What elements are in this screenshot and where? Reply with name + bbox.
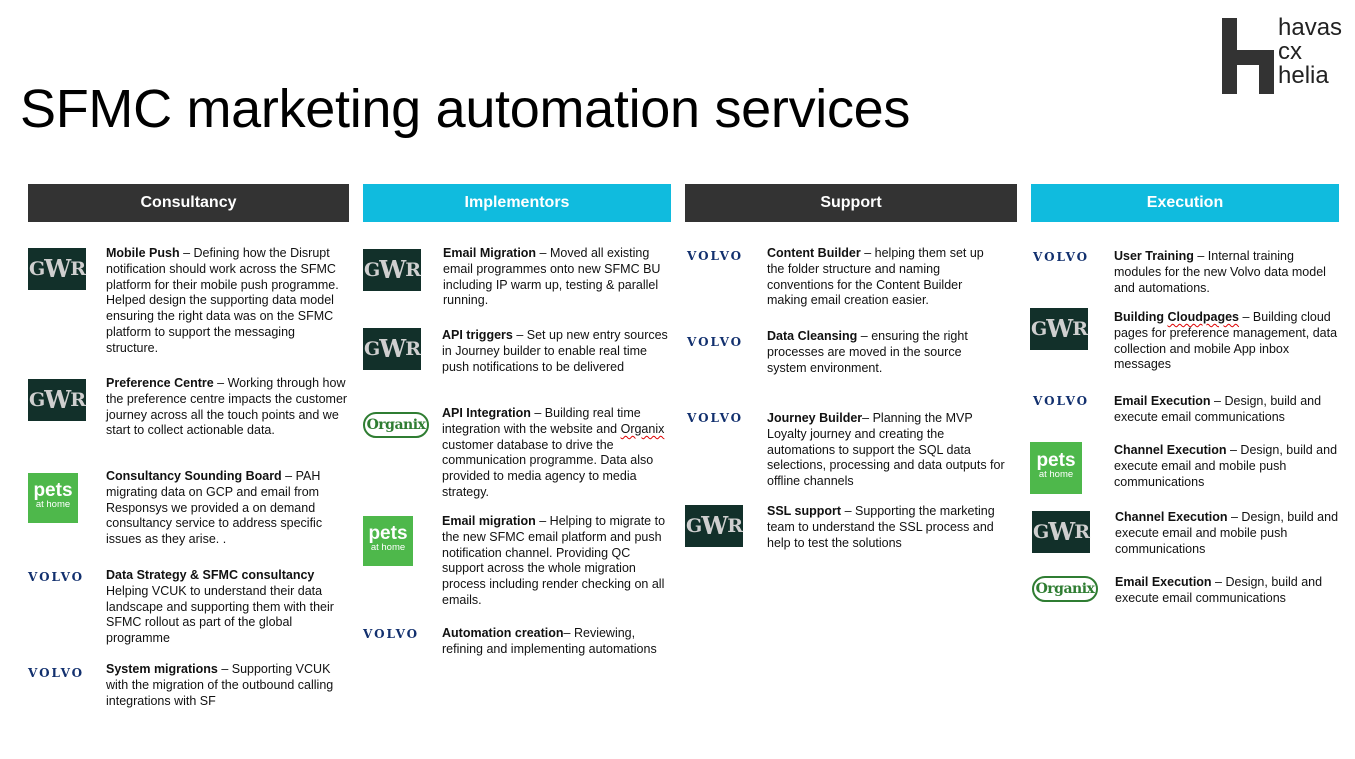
entry-text: SSL support – Supporting the marketing t… xyxy=(767,504,995,550)
entry-text: Email Execution – Design, build and exec… xyxy=(1114,394,1322,424)
page-title: SFMC marketing automation services xyxy=(20,79,911,139)
column-header-support: Support xyxy=(685,184,1017,222)
entry-text: Building Cloudpages – Building cloud pag… xyxy=(1114,310,1338,372)
entry-text: Data Cleansing – ensuring the right proc… xyxy=(767,329,968,375)
column-support: Support VOLVO Content Builder – helping … xyxy=(685,184,1017,550)
brand-line-havas: havas xyxy=(1278,14,1343,41)
organix-logo: Organix xyxy=(363,412,429,438)
entry-text: Email Migration – Moved all existing ema… xyxy=(443,246,661,308)
volvo-logo: VOLVO xyxy=(363,627,420,641)
entry-text: Mobile Push – Defining how the Disrupt n… xyxy=(106,246,339,355)
entry-text: Consultancy Sounding Board – PAH migrati… xyxy=(106,469,323,547)
volvo-logo: VOLVO xyxy=(1033,250,1090,264)
column-execution: Execution VOLVO User Training – Internal… xyxy=(1030,184,1339,605)
entry-text: Channel Execution – Design, build and ex… xyxy=(1115,510,1339,556)
entry-text: Content Builder – helping them set up th… xyxy=(767,246,984,308)
entry-text: Preference Centre – Working through how … xyxy=(106,376,348,438)
entry-text: Journey Builder– Planning the MVP Loyalt… xyxy=(767,411,1005,489)
brand-wordmark: havas cx helia xyxy=(1278,16,1342,88)
entry-text: Email Execution – Design, build and exec… xyxy=(1115,575,1323,605)
volvo-logo: VOLVO xyxy=(687,335,744,349)
column-header-execution: Execution xyxy=(1031,184,1339,222)
entry-text: API Integration – Building real time int… xyxy=(442,406,665,499)
volvo-logo: VOLVO xyxy=(28,666,85,680)
havas-mark-icon xyxy=(1222,18,1274,94)
entry-text: Email migration – Helping to migrate to … xyxy=(442,514,666,607)
column-header-consultancy: Consultancy xyxy=(28,184,349,222)
entry-text: Channel Execution – Design, build and ex… xyxy=(1114,443,1338,489)
entry-text: User Training – Internal training module… xyxy=(1114,249,1326,295)
entry-text: Automation creation– Reviewing, refining… xyxy=(442,626,657,656)
brand-line-cx: cx xyxy=(1278,38,1302,65)
column-header-implementors: Implementors xyxy=(363,184,671,222)
organix-logo: Organix xyxy=(1032,576,1098,602)
entry-text: Data Strategy & SFMC consultancy Helping… xyxy=(106,568,334,646)
volvo-logo: VOLVO xyxy=(1033,394,1090,408)
volvo-logo: VOLVO xyxy=(28,570,85,584)
entry-text: API triggers – Set up new entry sources … xyxy=(442,328,668,374)
entry-text: System migrations – Supporting VCUK with… xyxy=(106,662,334,708)
volvo-logo: VOLVO xyxy=(687,249,744,263)
volvo-logo: VOLVO xyxy=(687,411,744,425)
brand-line-helia: helia xyxy=(1278,62,1329,89)
